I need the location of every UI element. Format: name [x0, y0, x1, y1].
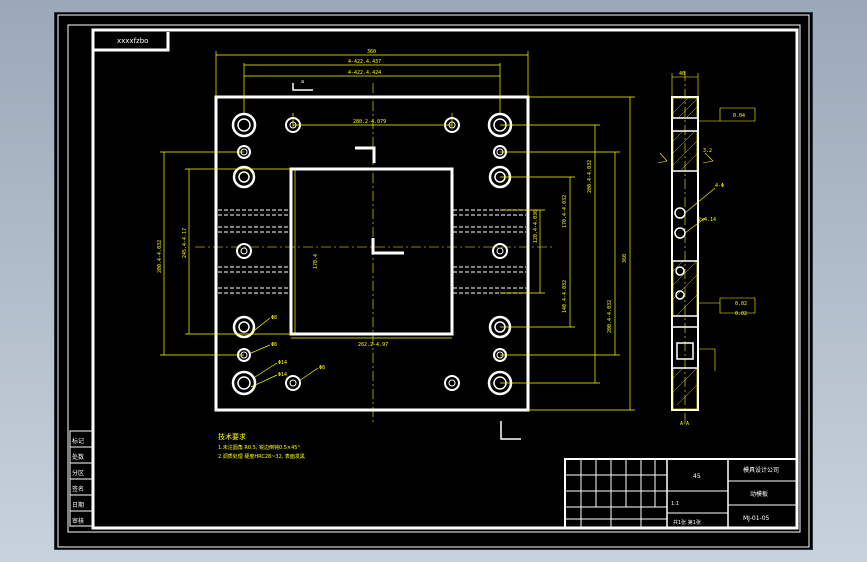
side-section-view: 40 0.04 0.02 0.02 4-Φ 2x4.14 3.2 A-A	[657, 71, 756, 427]
notes-title: 技术要求	[218, 432, 246, 441]
strip-label-6: 审核	[72, 517, 84, 525]
title-sheet: 共1张 第1张	[673, 519, 701, 526]
notes-line-1: 1.未注圆角 R0.5, 锐边倒钝0.5×45°	[218, 444, 300, 451]
hole-callout-3: Φ14	[278, 360, 287, 366]
strip-label-3: 分区	[72, 469, 84, 477]
strip-label-2: 处数	[72, 453, 84, 461]
side-tolerance-1: 0.04	[733, 113, 745, 119]
plan-view: a	[157, 49, 635, 440]
dim-left-2: 245.4-4.17	[182, 228, 188, 258]
side-roughness: 3.2	[703, 148, 712, 154]
cooling-channels	[218, 209, 526, 294]
side-hole-label-1: 4-Φ	[715, 183, 724, 189]
top-dimension-lines	[215, 51, 529, 339]
dim-pin-span: 280.2-4.079	[353, 119, 386, 125]
title-scale: 1:1	[671, 501, 679, 507]
side-tolerance-3: 0.02	[735, 311, 747, 317]
central-opening	[289, 167, 454, 336]
side-hole-label-2: 2x4.14	[698, 217, 716, 223]
dim-right-4: 140.4-4.032	[562, 280, 568, 313]
title-part-name: 动模板	[750, 490, 768, 498]
strip-label-1: 标记	[72, 437, 84, 445]
left-strip: 标记 处数 分区 签名 日期 审核	[69, 430, 94, 527]
dim-opening-width: 262.2-4.97	[358, 342, 388, 348]
title-block	[564, 458, 798, 529]
cad-drawing: xxxxfzbo 标记 处数 分区 签名 日期 审核 a	[57, 14, 810, 548]
dim-right-1: 200.4-4.032	[587, 160, 593, 193]
hole-callout-5: Φ14	[278, 372, 287, 378]
drawing-border	[91, 28, 799, 530]
code-box: xxxxfzbo	[93, 32, 170, 52]
title-company: 模具设计公司	[743, 466, 779, 474]
dim-hole-span-outer: 4-422.4.437	[348, 59, 381, 65]
sheet-frame	[67, 24, 801, 533]
notes-line-2: 2.调质处理 硬度HRC28~32, 表面发黑	[218, 453, 305, 460]
side-top-dim: 40	[679, 71, 685, 77]
left-dimension-lines	[160, 151, 296, 356]
plate-outline	[214, 95, 530, 412]
dim-right-5: 200.4-4.032	[607, 300, 613, 333]
dim-left-3: 170.4	[313, 254, 319, 269]
strip-label-5: 日期	[72, 501, 84, 509]
dim-hole-span-inner: 4-422.4.424	[348, 70, 381, 76]
cad-viewport[interactable]: xxxxfzbo 标记 处数 分区 签名 日期 审核 a	[55, 13, 812, 549]
dim-left-1: 200.4-4.032	[157, 240, 163, 273]
side-tolerance-2: 0.02	[735, 301, 747, 307]
dim-right-3: 120.4-4.036	[533, 210, 539, 243]
section-marker-top: a	[301, 79, 304, 85]
right-dimension-lines	[500, 96, 635, 411]
technical-notes: 技术要求 1.未注圆角 R0.5, 锐边倒钝0.5×45° 2.调质处理 硬度H…	[218, 432, 305, 460]
side-section-label: A-A	[680, 421, 689, 427]
dim-right-2: 170.4-4.032	[562, 195, 568, 228]
hole-callout-2: Φ8	[271, 342, 277, 348]
title-material: 45	[693, 473, 701, 480]
dim-overall-width: 360	[367, 49, 376, 55]
dim-right-6: 360	[622, 254, 628, 263]
code-box-text: xxxxfzbo	[117, 37, 148, 45]
title-drawing-no: MJ-01-05	[743, 515, 770, 522]
hole-callout-4: Φ8	[319, 365, 325, 371]
sheet-outer-frame	[57, 14, 810, 548]
strip-label-4: 签名	[72, 485, 84, 493]
hole-callout-1: Φ8	[271, 315, 277, 321]
